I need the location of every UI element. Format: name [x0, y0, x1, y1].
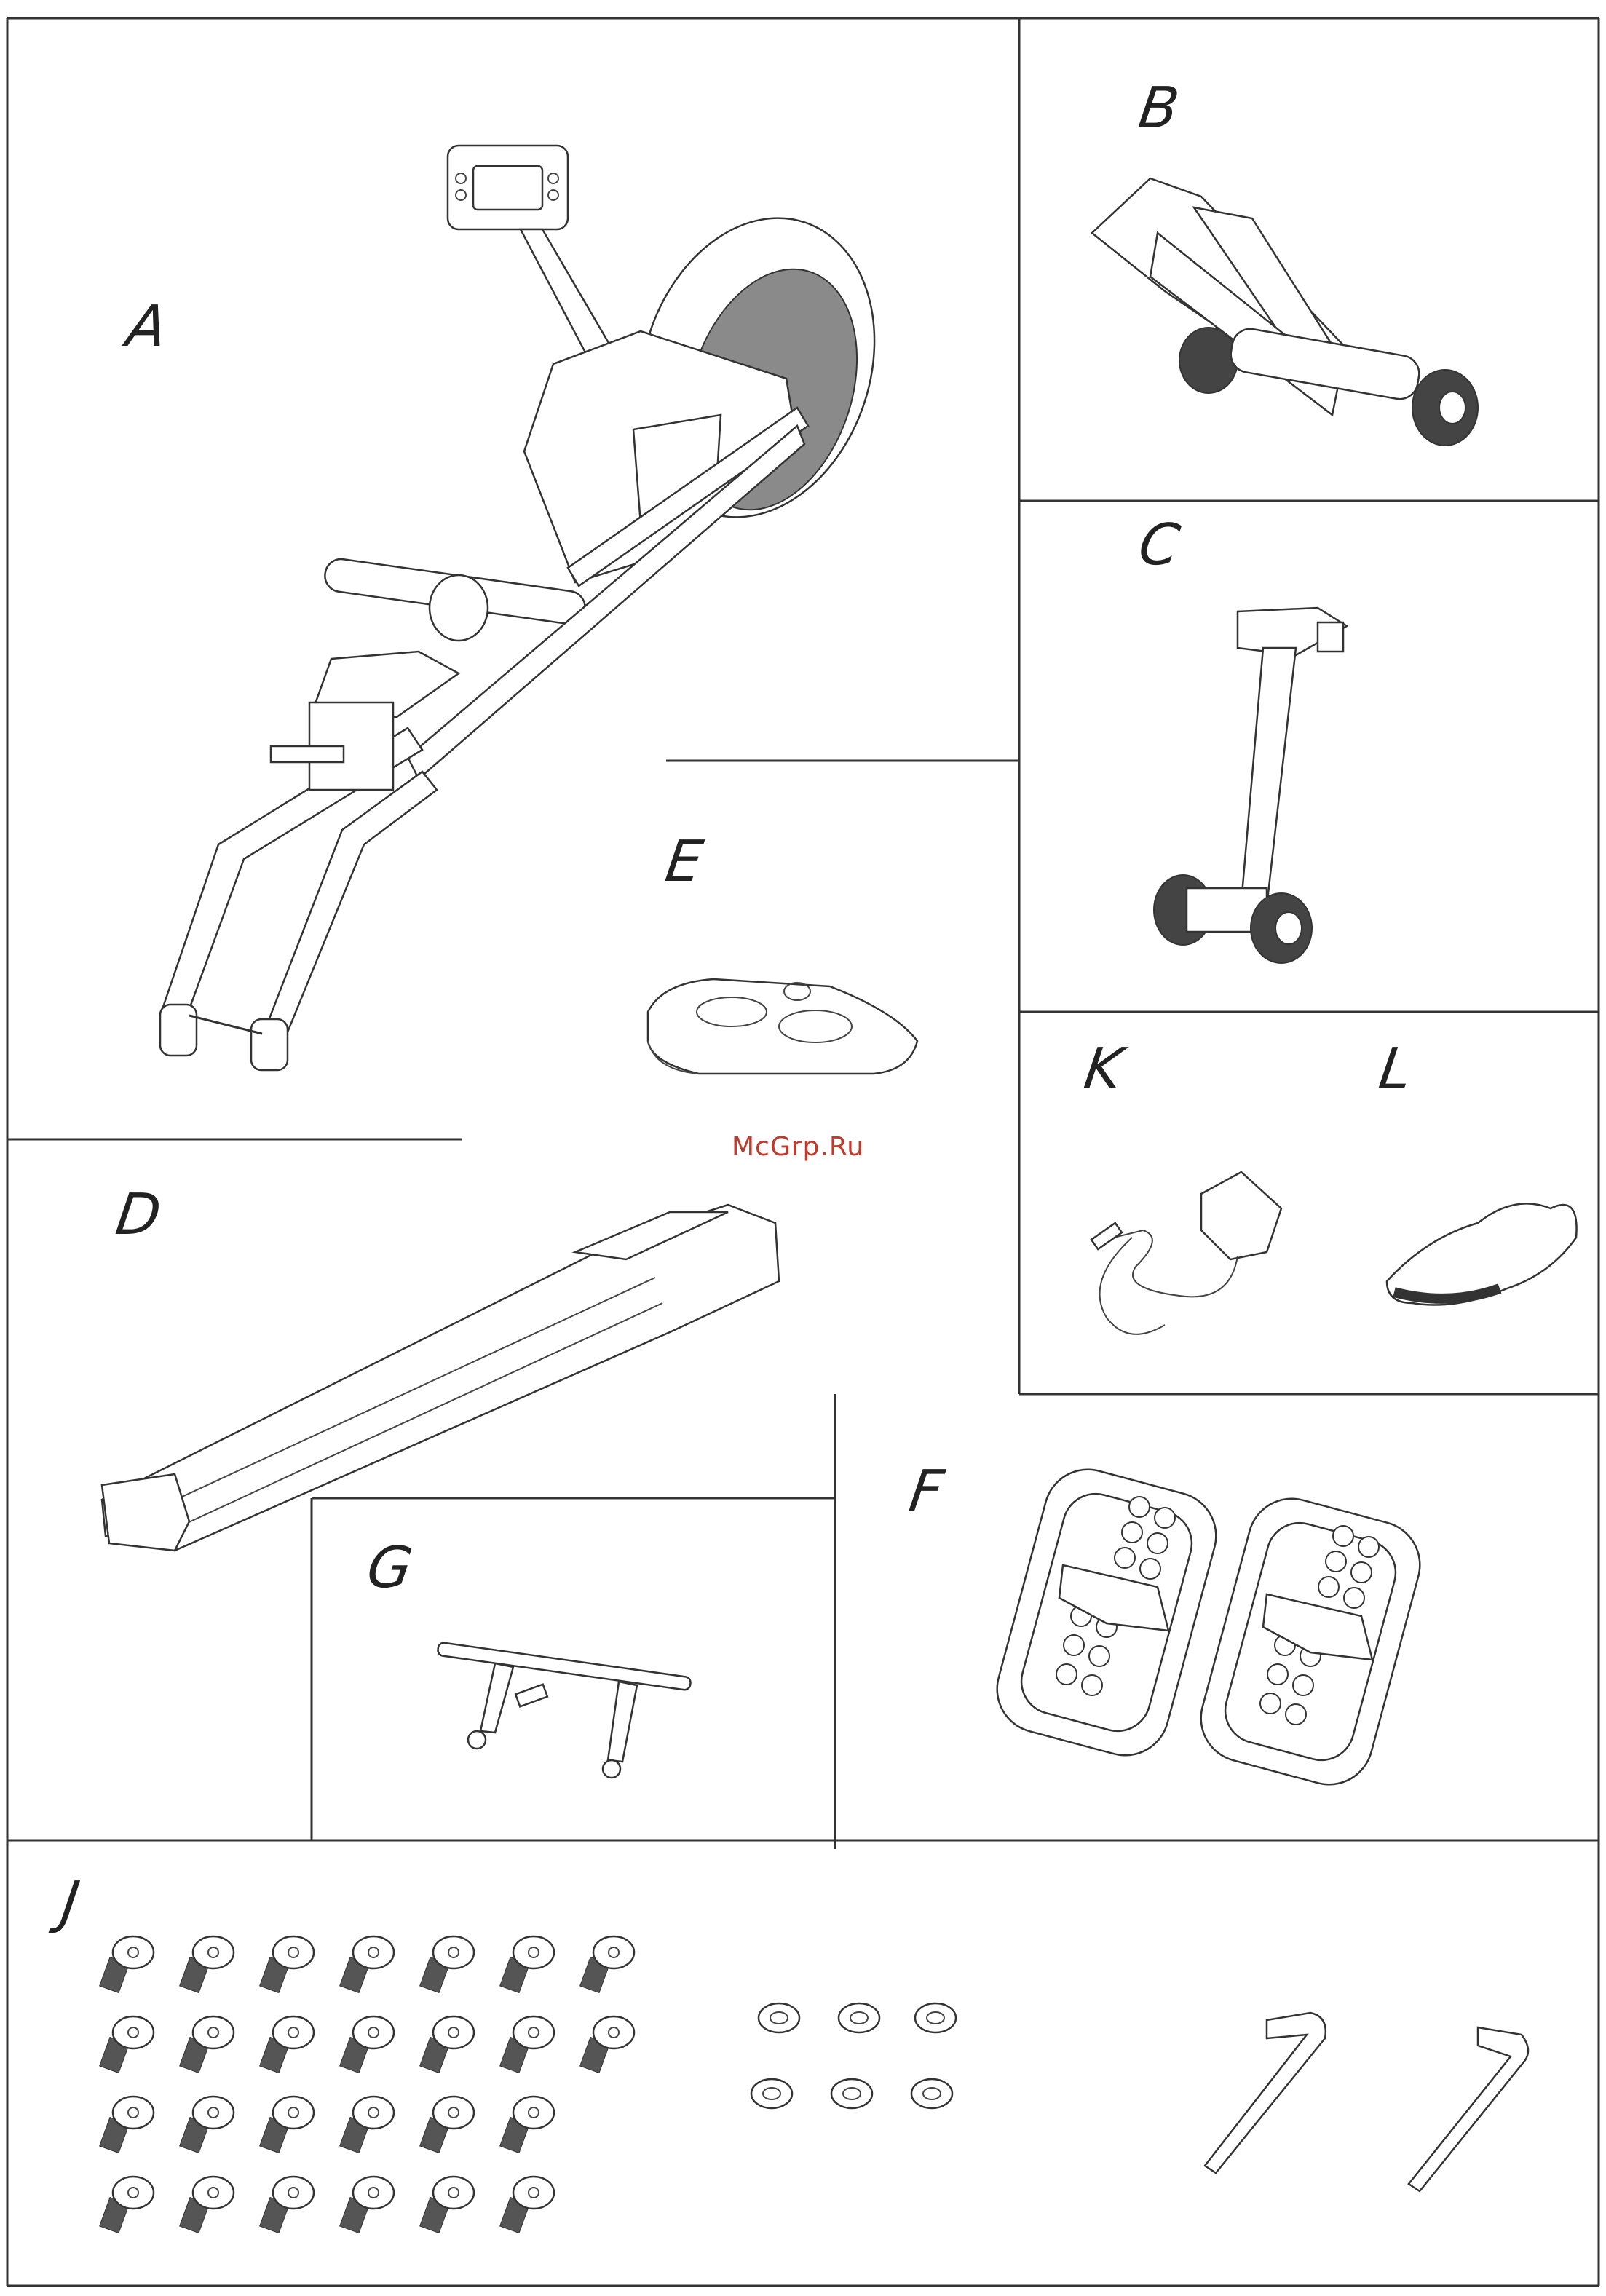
- panel-label-d: D: [113, 1187, 165, 1243]
- bolt: [340, 2097, 394, 2153]
- bolt: [180, 2016, 234, 2073]
- bolt: [180, 1936, 234, 1993]
- bolt: [100, 2177, 154, 2233]
- washer: [759, 2003, 799, 2032]
- panel-label-a: A: [124, 298, 170, 355]
- bolt: [260, 2177, 314, 2233]
- bolt: [420, 2016, 474, 2073]
- washer: [839, 2003, 879, 2032]
- bolt: [500, 2097, 554, 2153]
- watermark-text: McGrp.Ru: [732, 1132, 864, 1162]
- part-a-rower-main-body: [160, 146, 911, 1070]
- bolt: [500, 1936, 554, 1993]
- part-k-power-adapter: [1091, 1172, 1281, 1334]
- part-b-front-stabilizer: [1092, 178, 1478, 446]
- bolt: [180, 2097, 234, 2153]
- bolt-group: [100, 1936, 634, 2233]
- washer: [751, 2079, 792, 2108]
- bolt: [340, 2016, 394, 2073]
- bolt: [100, 1936, 154, 1993]
- bolt: [100, 2016, 154, 2073]
- bolt: [580, 2016, 634, 2073]
- washer-group: [751, 2003, 956, 2108]
- bolt: [580, 1936, 634, 1993]
- part-c-rear-stabilizer: [1154, 608, 1347, 963]
- bolt: [260, 2016, 314, 2073]
- bolt: [180, 2177, 234, 2233]
- bolt: [420, 1936, 474, 1993]
- washer: [915, 2003, 956, 2032]
- bolt: [420, 2177, 474, 2233]
- bolt: [340, 1936, 394, 1993]
- bolt: [420, 2097, 474, 2153]
- part-f-pedals: [987, 1460, 1430, 1794]
- bolt: [500, 2016, 554, 2073]
- bolt: [260, 2097, 314, 2153]
- part-e-seat-cushion: [648, 979, 917, 1074]
- bolt: [100, 2097, 154, 2153]
- bolt: [260, 1936, 314, 1993]
- part-l-chest-strap: [1387, 1203, 1577, 1305]
- panel-label-b: B: [1136, 80, 1182, 137]
- panel-label-k: K: [1081, 1041, 1126, 1098]
- panel-label-g: G: [364, 1540, 416, 1596]
- washer: [831, 2079, 872, 2108]
- part-j-hardware: [100, 1936, 1528, 2233]
- bolt: [500, 2177, 554, 2233]
- part-g-seat-axle: [437, 1642, 691, 1778]
- washer: [911, 2079, 952, 2108]
- panel-label-c: C: [1136, 517, 1183, 574]
- bolt: [340, 2177, 394, 2233]
